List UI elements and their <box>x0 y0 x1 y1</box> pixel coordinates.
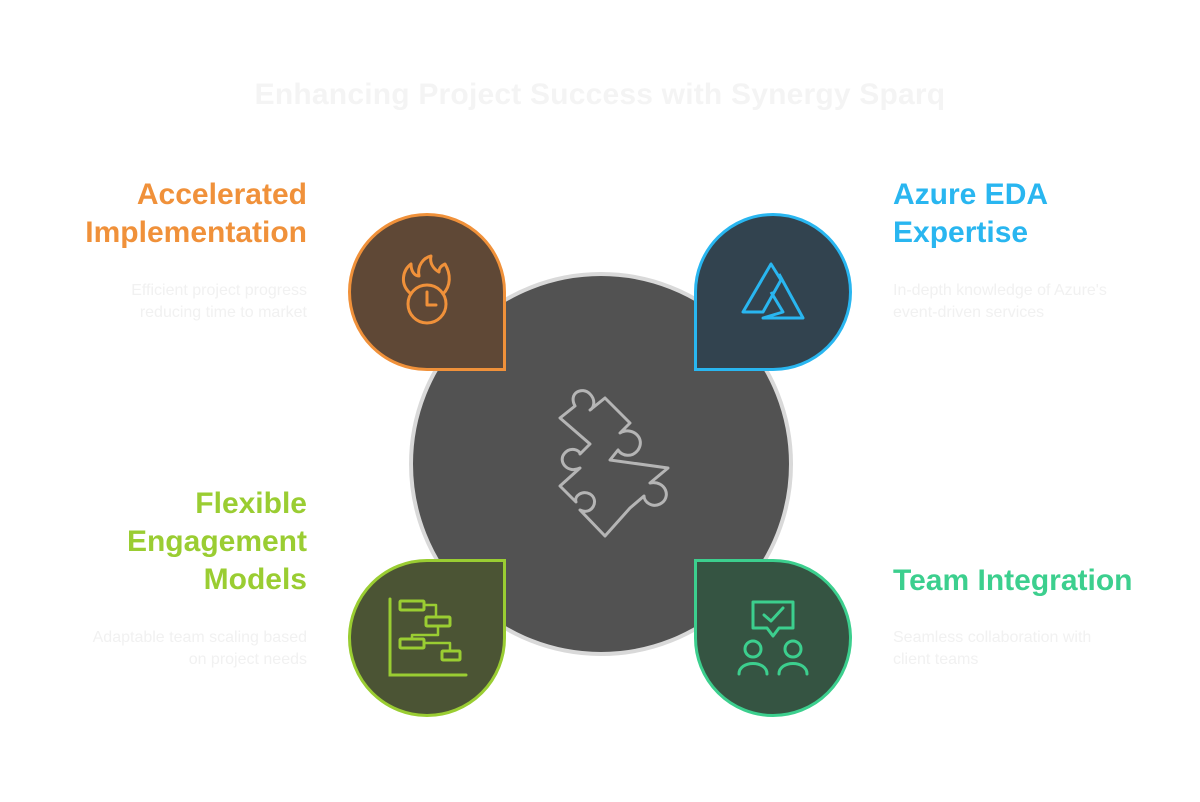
heading-team-integration: Team Integration <box>893 562 1132 600</box>
desc-line: event-driven services <box>893 304 1045 321</box>
heading-line: Azure EDA <box>893 178 1049 211</box>
azure-logo-icon <box>741 262 805 320</box>
heading-azure-eda-expertise: Azure EDA Expertise <box>893 176 1048 252</box>
blob-azure-eda-expertise <box>694 213 852 371</box>
heading-line: Team Integration <box>893 564 1133 597</box>
desc-line: reducing time to market <box>139 304 307 321</box>
team-collaboration-icon <box>737 600 809 676</box>
heading-line: Flexible <box>195 487 307 520</box>
blob-team-integration <box>694 559 852 717</box>
desc-line: Seamless collaboration with <box>893 629 1092 646</box>
desc-line: client teams <box>893 651 979 668</box>
puzzle-piece-icon <box>558 389 670 538</box>
gantt-chart-icon <box>388 597 468 677</box>
heading-line: Engagement <box>126 525 307 558</box>
desc-line: In-depth knowledge of Azure's <box>893 282 1107 299</box>
desc-flexible-engagement-models: Adaptable team scaling based on project … <box>93 627 307 671</box>
desc-team-integration: Seamless collaboration with client teams <box>893 627 1091 671</box>
flame-clock-icon <box>402 254 451 325</box>
heading-flexible-engagement-models: Flexible Engagement Models <box>127 485 307 599</box>
heading-line: Expertise <box>893 216 1029 249</box>
desc-line: Efficient project progress <box>131 282 307 299</box>
blob-flexible-engagement-models <box>348 559 506 717</box>
desc-line: Adaptable team scaling based <box>92 629 307 646</box>
heading-line: Implementation <box>85 216 307 249</box>
heading-line: Accelerated <box>136 178 307 211</box>
diagram-title: Enhancing Project Success with Synergy S… <box>254 78 946 111</box>
desc-accelerated-implementation: Efficient project progress reducing time… <box>131 280 307 324</box>
heading-accelerated-implementation: Accelerated Implementation <box>85 176 307 252</box>
blob-accelerated-implementation <box>348 213 506 371</box>
desc-line: on project needs <box>188 651 307 668</box>
desc-azure-eda-expertise: In-depth knowledge of Azure's event-driv… <box>893 280 1107 324</box>
heading-line: Models <box>203 563 307 596</box>
